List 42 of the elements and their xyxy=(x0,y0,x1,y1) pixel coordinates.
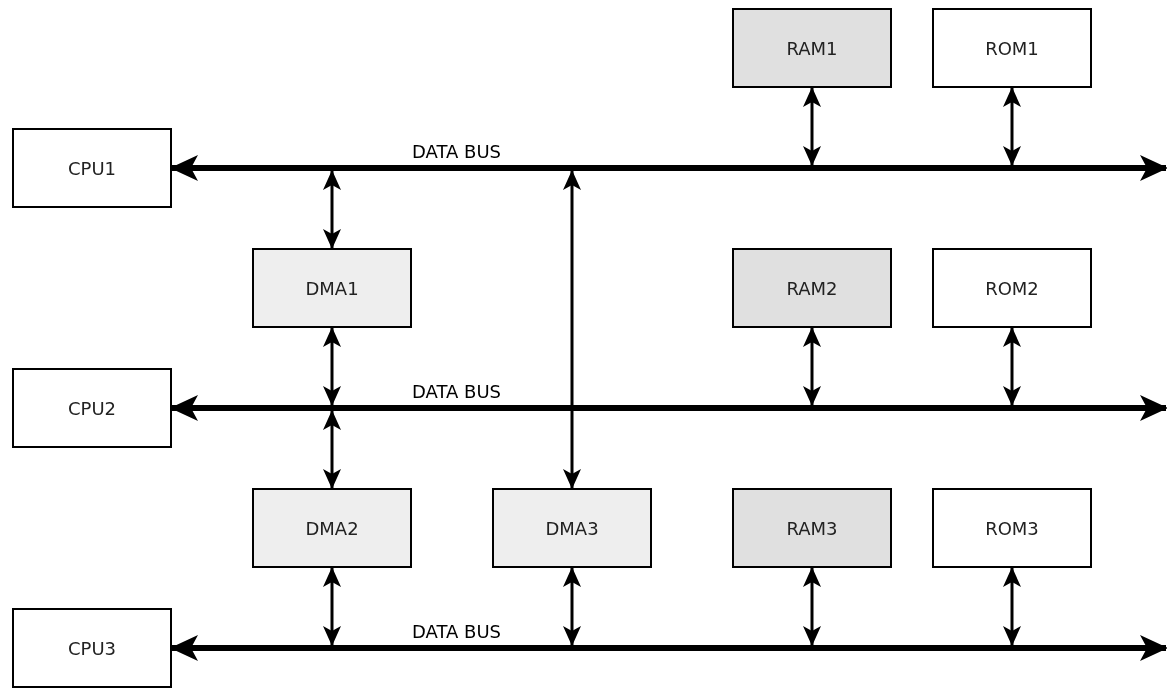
double-arrow xyxy=(323,410,341,489)
double-arrow xyxy=(803,567,821,646)
box-label: DMA1 xyxy=(305,276,359,301)
box-label: RAM1 xyxy=(786,36,838,61)
box-label: DMA2 xyxy=(305,516,359,541)
component-box xyxy=(492,488,652,568)
box-label: CPU1 xyxy=(67,156,117,181)
component-box xyxy=(252,488,412,568)
double-arrow xyxy=(1003,87,1021,166)
bus-label: DATA BUS xyxy=(412,143,502,161)
double-arrow xyxy=(563,170,581,489)
component-box xyxy=(732,248,892,328)
double-arrow xyxy=(323,567,341,646)
box-label: ROM2 xyxy=(985,276,1039,301)
bus-label: DATA BUS xyxy=(412,623,502,641)
box-label: RAM3 xyxy=(786,516,838,541)
component-box xyxy=(732,488,892,568)
double-arrow xyxy=(1003,567,1021,646)
double-arrow xyxy=(1003,327,1021,406)
bus-arrow xyxy=(1090,155,1167,181)
bus-label: DATA BUS xyxy=(412,383,502,401)
component-box xyxy=(252,248,412,328)
double-arrow xyxy=(323,170,341,249)
box-label: ROM1 xyxy=(985,36,1039,61)
box-label: CPU3 xyxy=(67,636,117,661)
double-arrow xyxy=(563,567,581,646)
component-box xyxy=(12,128,172,208)
component-box xyxy=(12,608,172,688)
component-box xyxy=(12,368,172,448)
component-box xyxy=(932,248,1092,328)
bus-arrow xyxy=(1090,635,1167,661)
double-arrow xyxy=(323,327,341,406)
component-box xyxy=(932,488,1092,568)
double-arrow xyxy=(803,87,821,166)
box-label: RAM2 xyxy=(786,276,838,301)
bus-arrow xyxy=(1090,395,1167,421)
box-label: CPU2 xyxy=(67,396,117,421)
component-box xyxy=(732,8,892,88)
double-arrow xyxy=(803,327,821,406)
component-box xyxy=(932,8,1092,88)
box-label: ROM3 xyxy=(985,516,1039,541)
box-label: DMA3 xyxy=(545,516,599,541)
